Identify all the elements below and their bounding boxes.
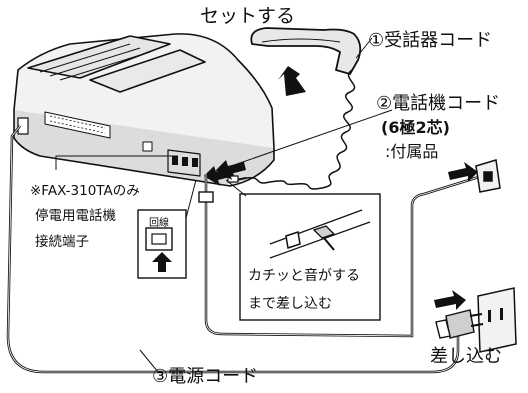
outage-phone-label: 停電用電話機 xyxy=(35,208,116,224)
insert-detail-panel xyxy=(225,179,381,321)
line-terminal-detail xyxy=(137,179,197,279)
set-arrow xyxy=(278,66,306,96)
phone-cord-label: ②電話機コード xyxy=(376,93,501,114)
terminal-label: 接続端子 xyxy=(35,234,89,250)
handset xyxy=(250,27,362,75)
fax-machine xyxy=(13,33,275,187)
phone-cord-accessory: :付属品 xyxy=(385,142,439,161)
power-plug xyxy=(435,309,484,339)
handset-coiled-cord xyxy=(227,69,356,190)
insert-label: 差し込む xyxy=(430,346,502,367)
click-insert-line2: まで差し込む xyxy=(248,296,332,312)
power-cord-label: ③電源コード xyxy=(152,366,259,387)
modular-plug xyxy=(198,191,214,203)
port-pointer-arrows xyxy=(204,37,393,186)
line-label: 回線 xyxy=(149,218,169,229)
fax-model-note: ※FAX-310TAのみ xyxy=(30,183,140,199)
handset-cord-label: ①受話器コード xyxy=(368,30,493,51)
click-insert-line1: カチッと音がする xyxy=(248,268,360,284)
outlet-arrow xyxy=(434,290,466,310)
fax-note-pointer xyxy=(55,155,178,170)
phone-cord-spec: (6極2芯) xyxy=(381,118,450,137)
set-handset-label: セットする xyxy=(200,5,296,27)
power-outlet xyxy=(477,287,517,353)
jack-arrow xyxy=(448,162,478,182)
wall-phone-jack xyxy=(475,159,501,193)
